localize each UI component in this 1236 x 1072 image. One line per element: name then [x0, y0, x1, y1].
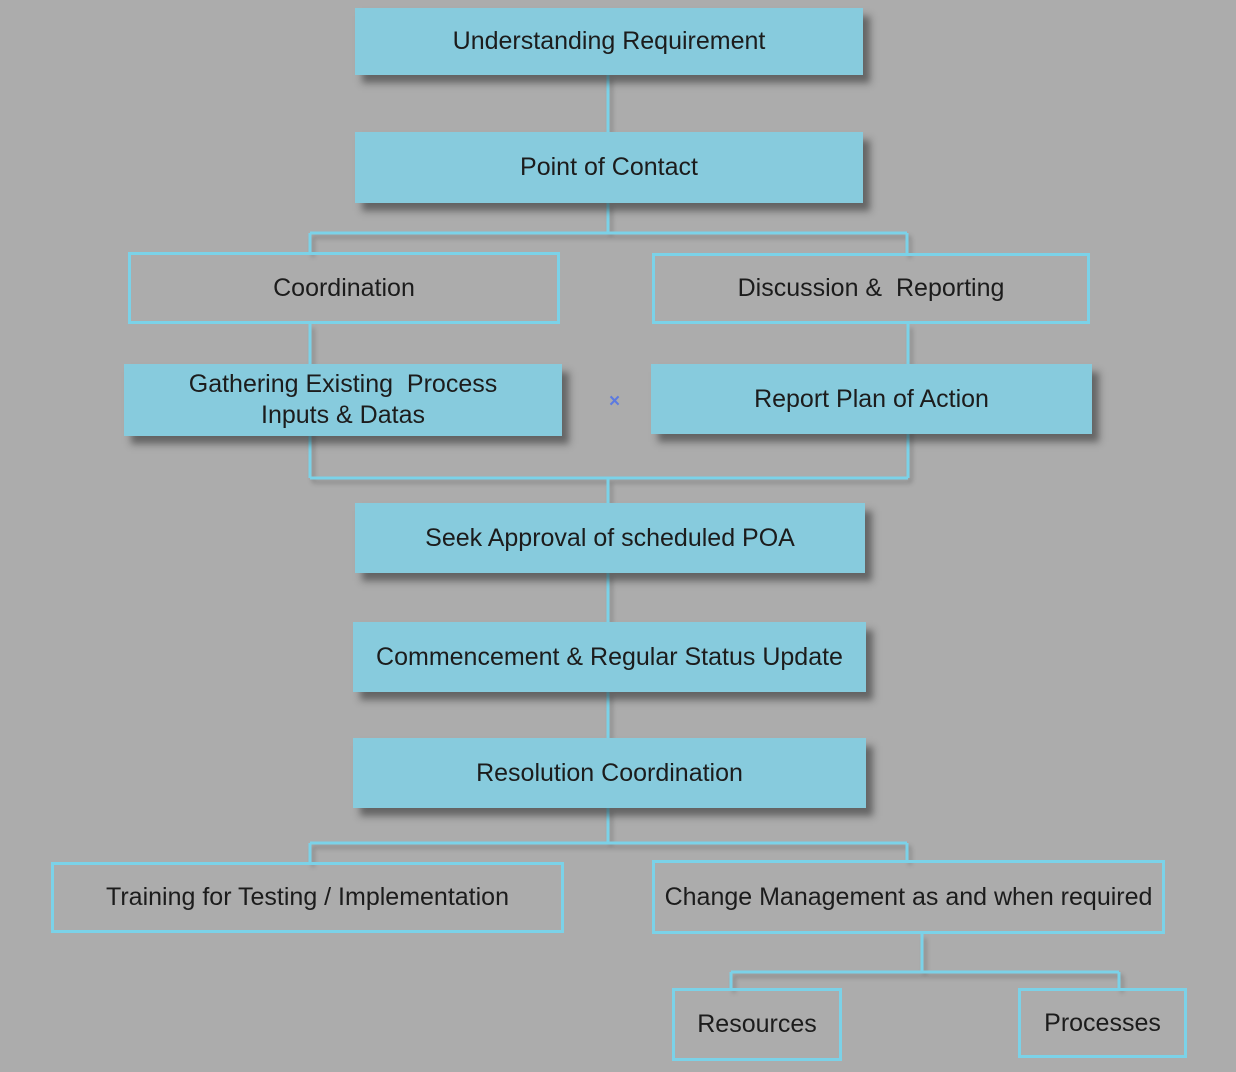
node-label: Coordination: [273, 273, 415, 302]
flowchart-node-seek-approval-of-scheduled-poa: Seek Approval of scheduled POA: [355, 503, 865, 573]
node-label: Understanding Requirement: [452, 27, 766, 55]
node-label: Processes: [1044, 1008, 1161, 1037]
flowchart-node-commencement-regular-status-update: Commencement & Regular Status Update: [353, 622, 866, 692]
anchor-cross-marker: ×: [609, 391, 621, 412]
flowchart-node-training-for-testing-implementation: Training for Testing / Implementation: [51, 862, 564, 933]
flowchart-node-point-of-contact: Point of Contact: [355, 132, 863, 203]
node-label: Seek Approval of scheduled POA: [425, 523, 795, 552]
node-label: Change Management as and when required: [664, 882, 1153, 911]
flowchart-node-resolution-coordination: Resolution Coordination: [353, 738, 866, 808]
flowchart-node-discussion-reporting: Discussion & Reporting: [652, 253, 1090, 324]
flowchart-node-resources: Resources: [672, 988, 842, 1061]
node-label: Gathering Existing Process Inputs & Data…: [188, 370, 498, 429]
flowchart-node-coordination: Coordination: [128, 252, 560, 324]
flowchart-node-understanding-requirement: Understanding Requirement: [355, 8, 863, 75]
node-label: Resolution Coordination: [476, 758, 743, 787]
flowchart-node-report-plan-of-action: Report Plan of Action: [651, 364, 1092, 434]
node-label: Resources: [697, 1010, 817, 1038]
node-label: Commencement & Regular Status Update: [376, 642, 843, 671]
flowchart-node-change-management-as-and-when-required: Change Management as and when required: [652, 860, 1165, 934]
node-label: Discussion & Reporting: [737, 274, 1005, 302]
node-label: Training for Testing / Implementation: [106, 883, 509, 911]
node-label: Point of Contact: [520, 153, 698, 181]
flowchart-node-gathering-existing-process-inputs-datas: Gathering Existing Process Inputs & Data…: [124, 364, 562, 436]
flowchart-node-processes: Processes: [1018, 988, 1187, 1058]
node-label: Report Plan of Action: [754, 384, 989, 413]
